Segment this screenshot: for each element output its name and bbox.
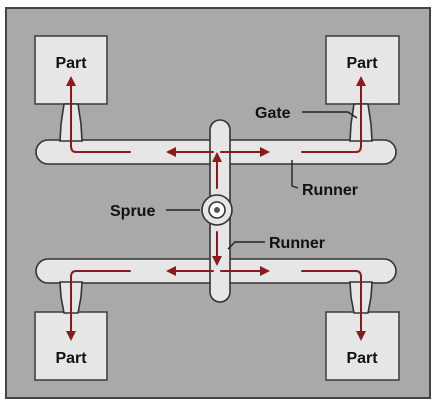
flow-arrow-icon bbox=[66, 270, 131, 341]
part-label-bottom-left: Part bbox=[55, 350, 87, 367]
gate-label: Gate bbox=[255, 105, 291, 122]
gate-leader-line bbox=[302, 111, 358, 119]
part-label-top-left: Part bbox=[55, 55, 87, 72]
sprue-label: Sprue bbox=[110, 203, 155, 220]
part-label-bottom-right: Part bbox=[346, 350, 378, 367]
runner-lower-leader-line bbox=[227, 241, 265, 250]
part-box-bottom-left bbox=[34, 311, 108, 381]
part-label-top-right: Part bbox=[346, 55, 378, 72]
sprue-center bbox=[214, 207, 220, 213]
part-box-bottom-right bbox=[325, 311, 400, 381]
runner-upper-label: Runner bbox=[302, 182, 358, 199]
flow-arrow-icon bbox=[66, 76, 131, 153]
flow-arrow-icon bbox=[301, 76, 366, 153]
flow-arrow-icon bbox=[301, 270, 366, 341]
runner-upper-leader-line bbox=[291, 160, 299, 189]
runner-lower-label: Runner bbox=[269, 235, 325, 252]
